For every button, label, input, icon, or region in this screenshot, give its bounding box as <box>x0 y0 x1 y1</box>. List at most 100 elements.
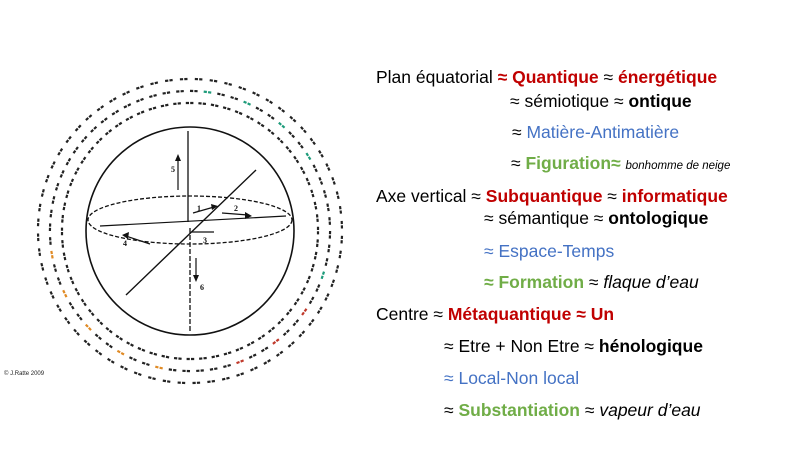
text-segment: informatique <box>621 186 728 206</box>
arrow-2-head <box>245 212 252 219</box>
hexagram-mark <box>57 147 64 156</box>
hexagram-mark <box>326 203 330 213</box>
hexagram-mark <box>85 113 93 121</box>
hexagram-mark <box>114 121 124 128</box>
hexagram-mark <box>50 160 57 169</box>
hexagram-mark <box>310 263 315 273</box>
hexagram-mark <box>209 79 219 83</box>
hexagram-mark <box>104 341 113 349</box>
hexagram-mark <box>65 135 73 144</box>
hexagram-mark <box>246 115 255 122</box>
hexagram-mark <box>72 328 80 336</box>
hexagram-mark <box>265 98 274 105</box>
hexagram-mark <box>65 263 70 273</box>
hexagram-mark <box>285 308 293 317</box>
hexagram-mark <box>324 258 329 267</box>
hexagram-mark <box>72 145 80 154</box>
text-segment: Centre ≈ <box>376 304 448 324</box>
hexagram-mark <box>217 92 226 97</box>
hexagram-mark <box>246 340 255 347</box>
hexagram-mark <box>74 166 81 175</box>
hexagram-mark <box>48 236 52 245</box>
line-centre: Centre ≈ Métaquantique ≈ Un <box>376 303 614 325</box>
hexagram-mark <box>327 244 331 254</box>
hexagram-mark <box>276 317 285 326</box>
hexagram-mark <box>148 351 158 356</box>
text-segment: ≈ <box>602 186 622 206</box>
line-plan-equatorial: Plan équatorial ≈ Quantique ≈ énergétiqu… <box>376 66 717 88</box>
hexagram-mark <box>271 338 280 346</box>
axis-label-5: 5 <box>171 165 175 174</box>
hexagram-mark <box>309 137 317 146</box>
text-segment: hénologique <box>598 336 703 356</box>
hexagram-mark <box>293 297 300 307</box>
hexagram-mark <box>160 103 170 108</box>
hexagram-mark <box>316 306 323 315</box>
hexagram-mark <box>74 287 81 296</box>
text-segment: ≈ <box>584 272 604 292</box>
hexagram-mark <box>128 355 137 362</box>
text-segment: Quantique <box>512 67 599 87</box>
hexagram-mark <box>277 106 286 114</box>
hexagram-mark <box>43 276 49 286</box>
hexagram-mark <box>222 363 231 369</box>
hexagram-mark <box>267 113 276 121</box>
hexagram-mark <box>276 136 285 145</box>
text-segment: ≈ <box>571 304 591 324</box>
hexagram-mark <box>136 97 145 103</box>
hexagram-mark <box>173 356 182 360</box>
hexagram-mark <box>330 279 336 288</box>
text-segment: Métaquantique <box>447 304 572 324</box>
hexagram-mark <box>40 188 46 197</box>
hexagram-mark <box>141 361 150 367</box>
diagonal-axis <box>125 169 257 296</box>
hexagram-mark <box>162 91 172 95</box>
hexagram-mark <box>161 379 171 383</box>
hexagram-mark <box>148 106 158 111</box>
hexagram-mark <box>125 340 134 347</box>
hexagram-mark <box>323 293 330 302</box>
hexagram-mark <box>307 318 315 327</box>
horizontal-axis <box>99 215 287 227</box>
hexagram-mark <box>221 376 230 381</box>
line-figuration: ≈ Figuration≈ bonhomme de neige <box>511 152 730 177</box>
axis-label-2: 2 <box>234 204 238 213</box>
hexagram-mark <box>69 275 75 285</box>
hexagram-mark <box>297 330 306 339</box>
hexagram-mark <box>234 110 244 116</box>
hexagram-mark <box>100 116 109 124</box>
hexagram-mark <box>62 201 67 211</box>
hexagram-mark <box>109 96 118 103</box>
hexagram-mark <box>310 189 315 199</box>
hexagram-mark <box>289 115 298 124</box>
arrow-4 <box>125 235 151 245</box>
hexagram-mark <box>335 191 340 200</box>
hexagram-mark <box>195 369 204 373</box>
hexagram-mark <box>198 356 207 360</box>
hexagram-mark <box>50 249 54 259</box>
hexagram-mark <box>314 284 321 293</box>
text-segment: ≈ <box>598 67 618 87</box>
hexagram-mark <box>224 81 233 87</box>
hexagram-mark <box>176 89 185 93</box>
hexagram-mark <box>322 190 328 199</box>
hexagram-mark <box>90 125 98 133</box>
hexagram-mark <box>94 348 103 356</box>
sphere-outline <box>85 126 295 336</box>
sphere-diagram: 1 2 3 4 5 6 <box>36 77 344 385</box>
hexagram-mark <box>252 91 261 98</box>
line-espace-temps: ≈ Espace-Temps <box>484 240 614 262</box>
hexagram-mark <box>95 317 104 326</box>
hexagram-mark <box>308 296 315 305</box>
hexagram-mark <box>96 104 105 112</box>
hexagram-mark <box>331 176 337 186</box>
hexagram-mark <box>315 239 319 248</box>
hexagram-mark <box>95 136 104 145</box>
text-segment: vapeur d’eau <box>599 400 701 420</box>
hexagram-mark <box>56 276 62 285</box>
text-segment: ontologique <box>608 208 709 228</box>
text-segment: ≈ Etre + Non Etre ≈ <box>444 336 599 356</box>
hexagram-mark <box>313 201 318 211</box>
hexagram-mark <box>63 316 71 325</box>
hexagram-mark <box>222 351 232 356</box>
